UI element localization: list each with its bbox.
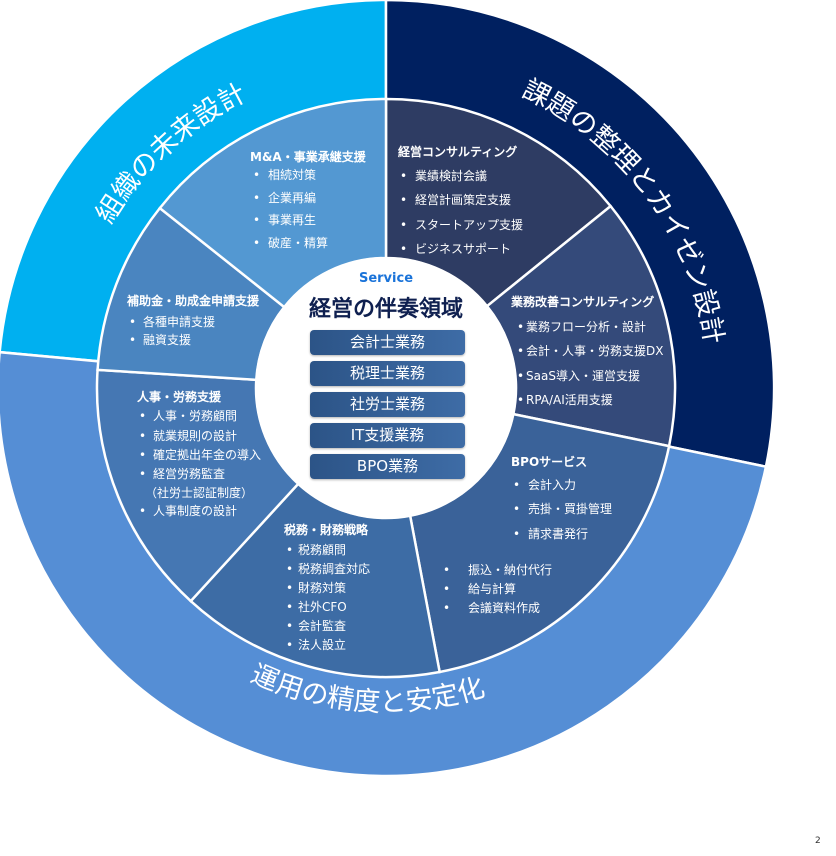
segment-item: 経営労務監査 — [153, 467, 226, 481]
bullet-icon: • — [286, 543, 294, 557]
segment-item: 企業再編 — [268, 191, 317, 205]
bullet-icon: • — [400, 218, 408, 232]
bullet-icon: • — [443, 563, 451, 577]
bullet-icon: • — [129, 333, 137, 347]
page-number: 2 — [815, 836, 821, 846]
segment-item: SaaS導入・運営支援 — [526, 369, 640, 383]
segment-item: 税務調査対応 — [298, 562, 371, 576]
segment-item: （社労士認証制度） — [145, 486, 254, 500]
segment-item: RPA/AI活用支援 — [526, 393, 613, 407]
bullet-icon: • — [253, 191, 261, 205]
segment-item: 融資支援 — [143, 333, 192, 347]
segment-item: 相続対策 — [268, 168, 317, 182]
segment-item: 給与計算 — [468, 582, 517, 596]
bullet-icon: • — [253, 168, 261, 182]
bullet-icon: • — [139, 448, 147, 462]
segment-item: スタートアップ支援 — [415, 218, 524, 232]
segment-title-hojo: 補助金・助成金申請支援 — [127, 294, 260, 308]
segment-item: 人事制度の設計 — [153, 504, 238, 518]
bullet-icon: • — [286, 638, 294, 652]
service-button-bpo[interactable]: BPO業務 — [310, 454, 465, 479]
bullet-icon: • — [139, 409, 147, 423]
segment-item: 確定拠出年金の導入 — [153, 448, 262, 462]
center-title: 経営の伴奏領域 — [309, 296, 463, 322]
segment-item: 請求書発行 — [528, 527, 589, 541]
bullet-icon: • — [517, 344, 525, 358]
segment-item: 各種申請支援 — [143, 315, 216, 329]
segment-item: 会計監査 — [298, 619, 347, 633]
segment-item: 財務対策 — [298, 581, 347, 595]
service-button-labor[interactable]: 社労士業務 — [310, 392, 465, 417]
bullet-icon: • — [139, 467, 147, 481]
segment-item: 経営計画策定支援 — [415, 193, 512, 207]
service-button-accountant[interactable]: 会計士業務 — [310, 330, 465, 355]
segment-item: 事業再生 — [268, 213, 317, 227]
bullet-icon: • — [517, 369, 525, 383]
bullet-icon: • — [286, 600, 294, 614]
segment-item: 破産・精算 — [268, 236, 329, 250]
bullet-icon: • — [286, 619, 294, 633]
bullet-icon: • — [517, 320, 525, 334]
bullet-icon: • — [139, 504, 147, 518]
bullet-icon: • — [286, 562, 294, 576]
center-circle — [255, 257, 517, 519]
bullet-icon: • — [286, 581, 294, 595]
segment-item: 業績検討会議 — [415, 169, 488, 183]
bullet-icon: • — [253, 213, 261, 227]
segment-item: ビジネスサポート — [415, 242, 512, 256]
bullet-icon: • — [443, 601, 451, 615]
bullet-icon: • — [513, 502, 521, 516]
segment-title-gyomu: 業務改善コンサルティング — [511, 295, 655, 309]
bullet-icon: • — [513, 478, 521, 492]
bullet-icon: • — [443, 582, 451, 596]
bullet-icon: • — [513, 527, 521, 541]
segment-item: 会計・人事・労務支援DX — [526, 344, 664, 358]
segment-item: 税務顧問 — [298, 543, 347, 557]
service-button-it[interactable]: IT支援業務 — [310, 423, 465, 448]
segment-item: 社外CFO — [298, 600, 347, 614]
bullet-icon: • — [139, 429, 147, 443]
segment-title-bpo: BPOサービス — [511, 455, 588, 469]
segment-title-zeimu: 税務・財務戦略 — [284, 523, 369, 537]
segment-title-ma: M&A・事業承継支援 — [250, 150, 366, 164]
bullet-icon: • — [517, 393, 525, 407]
segment-item: 業務フロー分析・設計 — [526, 320, 647, 334]
segment-item: 振込・納付代行 — [468, 563, 553, 577]
segment-item: 法人設立 — [298, 638, 347, 652]
bullet-icon: • — [400, 242, 408, 256]
segment-title-keiei: 経営コンサルティング — [398, 145, 518, 159]
bullet-icon: • — [400, 169, 408, 183]
segment-item: 就業規則の設計 — [153, 429, 238, 443]
service-label: Service — [359, 271, 413, 286]
bullet-icon: • — [400, 193, 408, 207]
bullet-icon: • — [129, 315, 137, 329]
segment-item: 人事・労務顧問 — [153, 409, 238, 423]
segment-item: 会議資料作成 — [468, 601, 541, 615]
segment-item: 会計入力 — [528, 478, 577, 492]
service-button-tax[interactable]: 税理士業務 — [310, 361, 465, 386]
segment-item: 売掛・買掛管理 — [528, 502, 613, 516]
segment-title-jinji: 人事・労務支援 — [137, 390, 222, 404]
bullet-icon: • — [253, 236, 261, 250]
